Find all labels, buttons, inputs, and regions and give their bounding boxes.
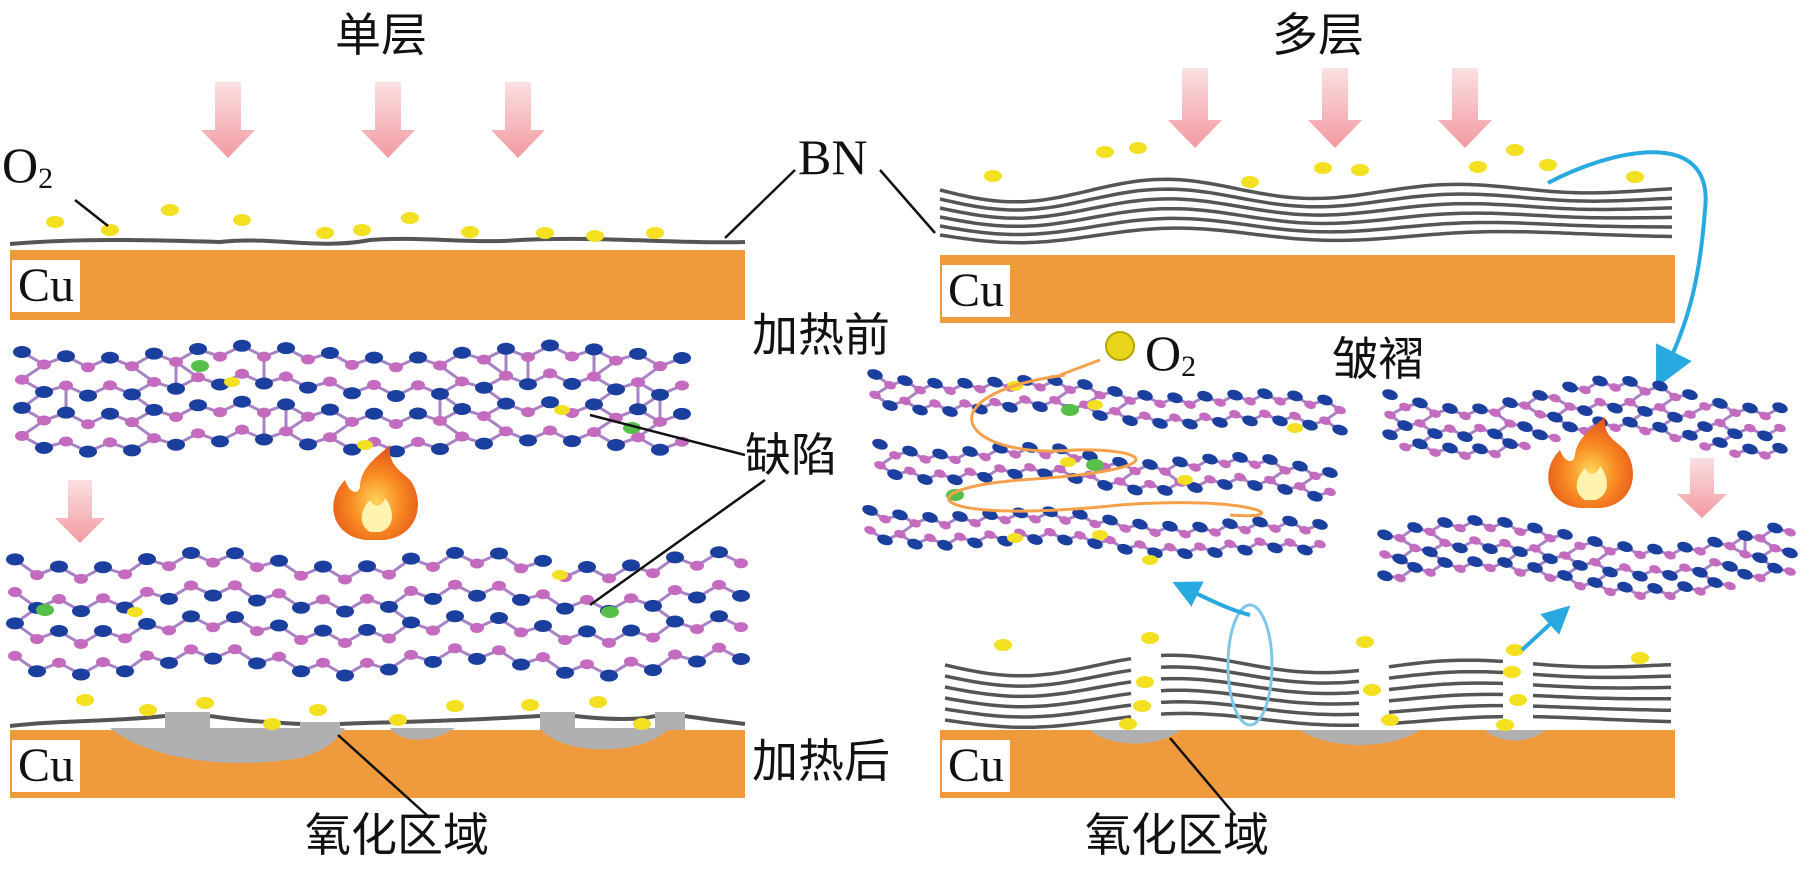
- copper-substrate-single-before: [10, 250, 745, 320]
- copper-substrate-multi-before: [940, 255, 1675, 323]
- oxygen-path-arrow: [1059, 358, 1101, 377]
- bn-leader-line-multi: [879, 169, 936, 234]
- blue-arrow-wrinkle: [1547, 150, 1708, 388]
- defect-leader-bottom: [589, 478, 766, 607]
- defect-leader-top: [589, 413, 746, 457]
- before-heating-label: 加热前: [752, 308, 890, 362]
- bn-lattice-wrinkle-bottom: [1377, 515, 1798, 601]
- blue-arrow-escape-left: [1172, 581, 1251, 617]
- wrinkle-label: 皱褶: [1332, 332, 1424, 386]
- cu-label-single-after: Cu: [12, 740, 81, 792]
- bn-layers-multi-after: [944, 653, 1672, 730]
- o2-subscript-middle: 2: [1181, 350, 1197, 383]
- bn-label: BN: [798, 129, 868, 185]
- heat-arrows-single: [201, 82, 545, 158]
- copper-substrate-multi-after: [940, 730, 1675, 798]
- oxygen-molecules-multi-before: [984, 142, 1644, 188]
- oxidized-region-leader-multi: [1169, 737, 1236, 816]
- cu-label-multi-before: Cu: [942, 265, 1011, 317]
- oxidized-region-single: [110, 712, 685, 763]
- bn-lattice-multi-stack: [862, 369, 1348, 565]
- oxidized-region-multi: [1090, 730, 1545, 745]
- oxidized-region-leader-single: [337, 734, 431, 819]
- oxygen-diffusion-path: [947, 373, 1264, 518]
- bn-layer-single: [9, 236, 746, 246]
- heat-arrows-multi: [1168, 68, 1492, 148]
- flame-icon-right: [1548, 417, 1633, 508]
- single-layer-title: 单层: [335, 8, 427, 62]
- blue-loop: [1226, 603, 1274, 727]
- after-heating-label: 加热后: [752, 734, 890, 788]
- oxygen-molecule-icon: [1105, 331, 1135, 361]
- oxygen-molecules-multi-after: [994, 632, 1649, 731]
- cu-label-single-before: Cu: [12, 260, 81, 312]
- oxidized-region-label-multi: 氧化区域: [1085, 808, 1269, 862]
- multi-layer-title: 多层: [1272, 8, 1364, 62]
- heat-arrow-small-right: [1677, 458, 1727, 518]
- o2-subscript: 2: [38, 162, 54, 195]
- bn-lattice-single-top: [13, 339, 691, 458]
- bn-layer-single-after: [9, 714, 746, 728]
- oxidized-region-label-single: 氧化区域: [305, 808, 489, 862]
- bn-leader-line-single: [724, 169, 796, 239]
- oxygen-molecules-single-after: [76, 694, 651, 730]
- o2-symbol: O: [2, 137, 39, 193]
- defect-label: 缺陷: [745, 428, 837, 482]
- oxygen-molecules-single-before: [46, 204, 664, 242]
- o2-label-middle: O2: [1145, 328, 1196, 382]
- o2-leader-line: [74, 199, 109, 227]
- flame-icon: [333, 445, 418, 540]
- blue-arrow-escape-right: [1520, 605, 1571, 652]
- o2-symbol-middle: O: [1145, 325, 1182, 381]
- cu-label-multi-after: Cu: [942, 740, 1011, 792]
- o2-label-left: O2: [2, 140, 53, 194]
- bn-lattice-wrinkle-top: [1382, 375, 1788, 460]
- bn-layers-multi: [939, 177, 1673, 245]
- heat-arrow-small-left: [55, 480, 105, 543]
- bn-lattice-single-bottom: [6, 546, 750, 682]
